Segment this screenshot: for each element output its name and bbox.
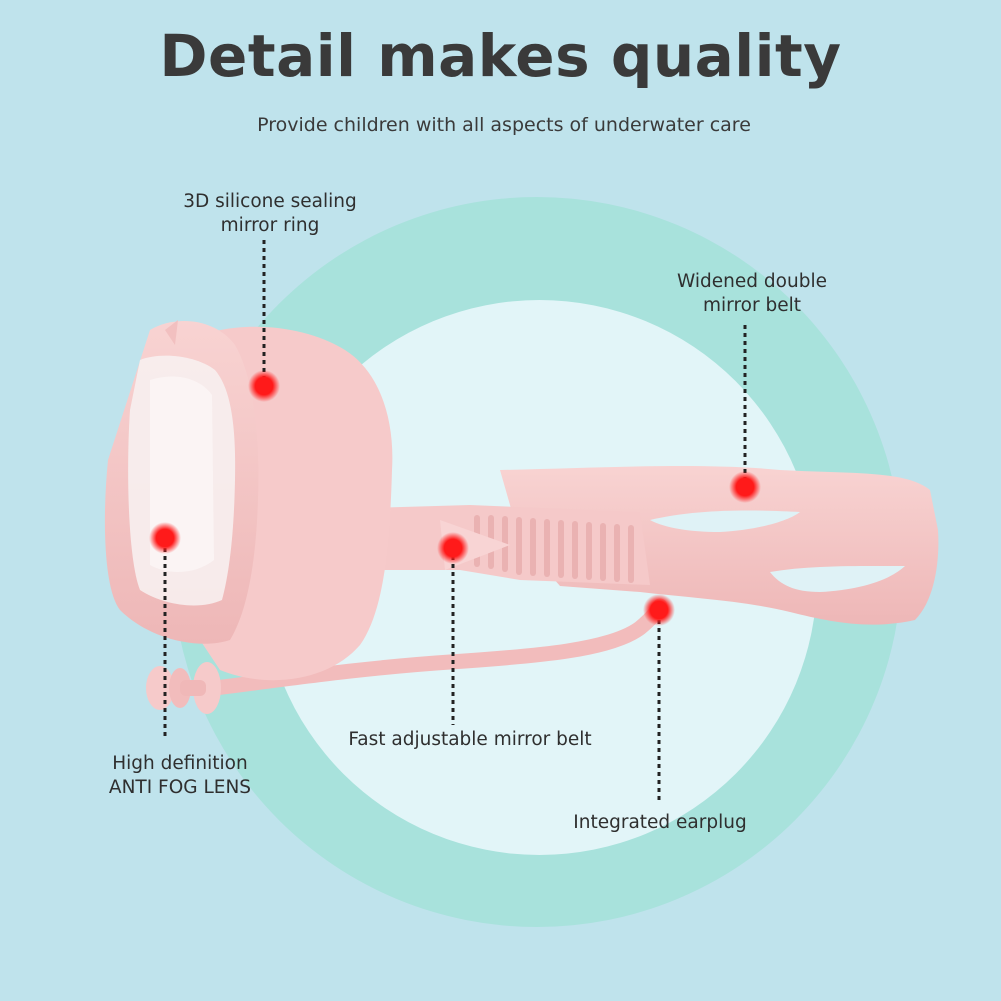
callout-belt: Widened double mirror belt [652, 270, 852, 318]
goggle-frame [104, 320, 393, 681]
callout-seal: 3D silicone sealing mirror ring [170, 190, 370, 238]
callout-lines [163, 240, 747, 800]
callout-earplug-line1: Integrated earplug [573, 812, 747, 833]
callout-lens-line2: ANTI FOG LENS [108, 777, 252, 798]
callout-lens: High definition ANTI FOG LENS [90, 752, 270, 800]
callout-seal-line1: 3D silicone sealing [183, 191, 357, 212]
rear-strap [500, 465, 939, 625]
page-title: Detail makes quality [159, 22, 842, 90]
callout-adjust-line1: Fast adjustable mirror belt [348, 729, 592, 750]
hotspot-markers [149, 370, 761, 626]
callout-adjust: Fast adjustable mirror belt [330, 728, 610, 752]
earplug [146, 662, 221, 714]
callout-belt-line2: mirror belt [703, 295, 801, 316]
page-subtitle: Provide children with all aspects of und… [257, 114, 751, 136]
callout-seal-line2: mirror ring [220, 215, 320, 236]
callout-earplug: Integrated earplug [560, 811, 760, 835]
callout-belt-line1: Widened double [677, 271, 827, 292]
callout-lens-line1: High definition [112, 753, 248, 774]
